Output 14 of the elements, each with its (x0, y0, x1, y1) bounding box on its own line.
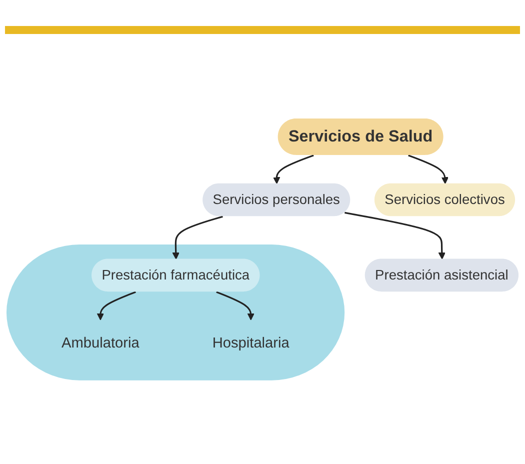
arrow (344, 212, 446, 260)
diagram: Servicios de Salud Servicios personales Servicios colectivos Prestación farmacéutica Prestación asistencial Ambulatoria Hospitalaria (0, 112, 525, 386)
node-box (364, 258, 519, 292)
node-box (202, 182, 350, 216)
arrow (408, 154, 449, 184)
arrow (96, 290, 136, 320)
node-box (92, 258, 260, 292)
node-box (278, 118, 444, 155)
node-text: Hospitalaria (212, 334, 290, 350)
arrow (216, 290, 254, 320)
arrow (273, 154, 314, 184)
arrow (172, 215, 223, 260)
node-text: Ambulatoria (62, 334, 140, 350)
node-box (374, 182, 516, 216)
